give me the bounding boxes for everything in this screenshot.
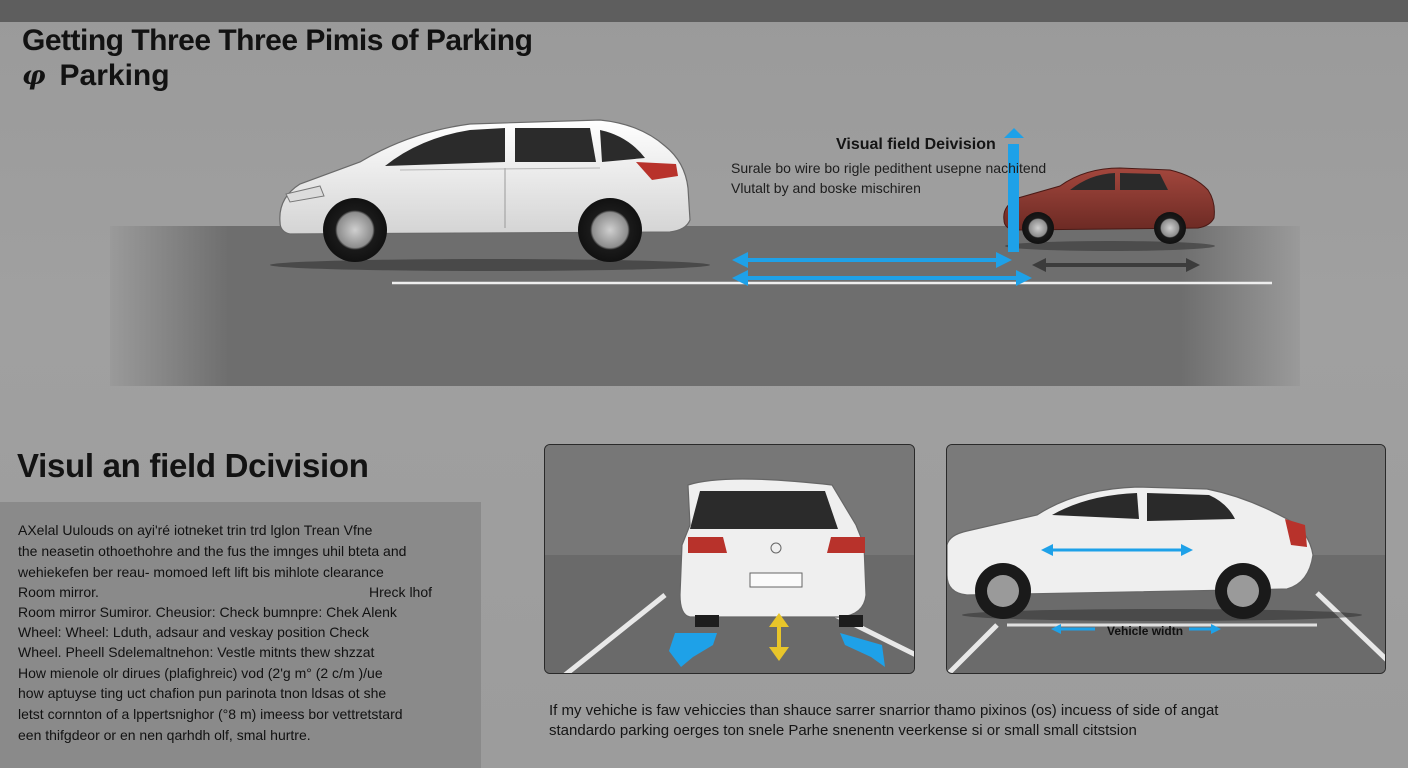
rear-view-svg	[545, 445, 914, 673]
page-subtitle-text: Parking	[59, 59, 170, 92]
page-subtitle: φ Parking	[22, 59, 170, 93]
body-line: Wheel: Wheel: Lduth, adsaur and veskay p…	[18, 624, 369, 640]
vertical-field-arrow	[1008, 144, 1019, 252]
diagram-caption-line2: Vlutalt by and boske mischiren	[731, 180, 921, 196]
body-line: AXelal Uulouds on ayi'ré iotneket trin t…	[18, 522, 373, 538]
section-title: Visul an field Dcivision	[17, 447, 369, 484]
rear-view-panel	[544, 444, 915, 674]
body-line: wehiekefen ber reau- momoed left lift bi…	[18, 564, 384, 580]
vehicle-width-arrow	[1051, 624, 1221, 634]
body-line: how aptuyse ting uct chafion pun parinot…	[18, 685, 387, 701]
body-line-right: Hreck lhof	[369, 584, 433, 600]
distance-arrows	[732, 252, 1032, 286]
body-line: the neasetin othoethohre and the fus the…	[18, 543, 407, 559]
side-car	[947, 486, 1314, 619]
parking-logo-icon: φ	[22, 61, 46, 91]
side-view-svg	[947, 445, 1385, 673]
top-bar	[0, 0, 1408, 22]
body-line: letst cornnton of a lppertsnighor (°8 m)…	[18, 706, 403, 722]
body-line: Room mirror Sumiror. Cheusior: Check bum…	[18, 604, 397, 620]
vehicle-width-label: Vehicle widtn	[1107, 624, 1184, 638]
road-surface	[110, 226, 1300, 386]
left-corner-arrow	[669, 633, 717, 667]
body-line: een thifgdeor or en nen qarhdh olf, smal…	[18, 727, 311, 743]
road-scene-svg	[110, 119, 1300, 386]
road-scene-illustration	[0, 110, 1408, 400]
footer-line2: standardo parking oerges ton snele Parhe…	[549, 722, 1137, 739]
body-line: How mienole olr dirues (plafighreic) vod…	[18, 665, 383, 681]
body-line: Wheel. Pheell Sdelemaltnehon: Vestle mit…	[18, 644, 375, 660]
yellow-clearance-arrow	[769, 613, 789, 661]
right-corner-arrow	[840, 633, 885, 667]
rear-car	[679, 478, 867, 627]
red-sedan	[1003, 167, 1215, 244]
side-view-panel: Vehicle widtn	[946, 444, 1386, 674]
text-panel: AXelal Uulouds on ayi'ré iotneket trin t…	[0, 502, 481, 768]
side-width-arrow	[1041, 544, 1193, 556]
body-line: Room mirror.	[18, 584, 99, 600]
diagram-caption-line1: Surale bo wire bo rigle pedithent usepne…	[731, 160, 1047, 176]
diagram-heading: Visual field Deivision	[836, 136, 996, 153]
white-suv	[279, 119, 691, 262]
footer-line1: If my vehiche is faw vehiccies than shau…	[549, 702, 1219, 719]
page-title: Getting Three Three Pimis of Parking	[22, 24, 533, 57]
